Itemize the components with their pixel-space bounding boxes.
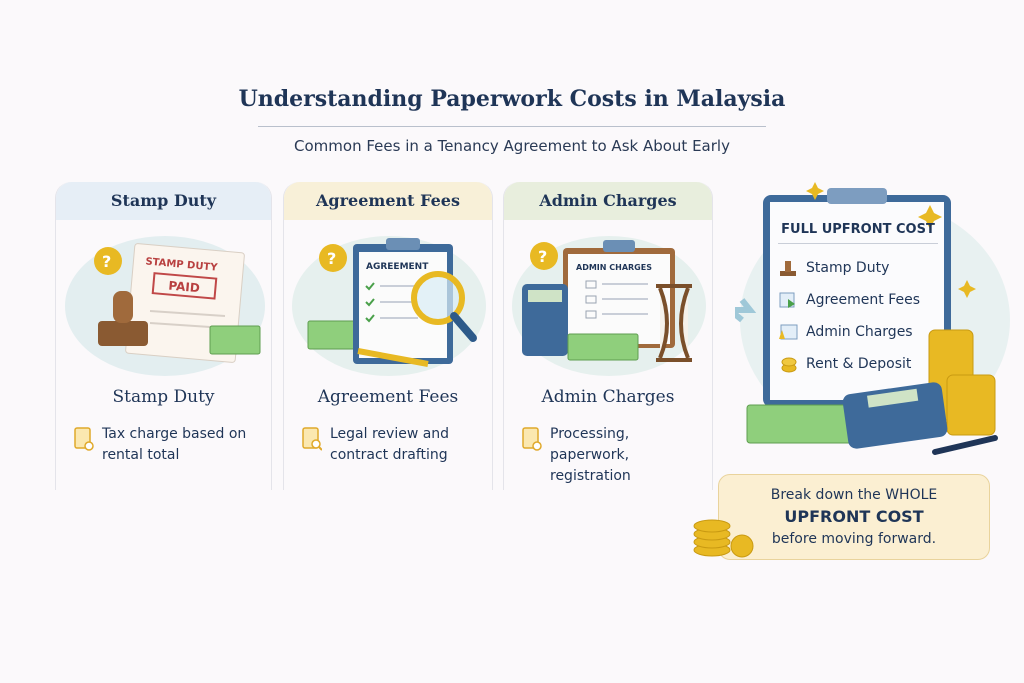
upfront-item-agreement-fees: Agreement Fees [778,284,938,316]
coins-icon [781,357,797,373]
card-description: Legal review and contract drafting [330,426,450,463]
svg-text:?: ? [102,252,111,271]
stamp-icon [780,261,796,276]
document-icon [74,427,94,451]
coins-icon [693,519,754,558]
document-search-icon [302,427,322,451]
agreement-fees-card: Agreement Fees AGREEMENT ? Agreement Fee… [283,182,493,490]
stamp-duty-illustration: STAMP DUTY PAID ? [65,236,265,376]
doc-title: ADMIN CHARGES [576,263,652,272]
callout-line-3: before moving forward. [771,531,937,547]
document-icon [522,427,542,451]
upfront-cost-title: FULL UPFRONT COST [778,222,938,244]
admin-charges-illustration: ADMIN CHARGES ? [512,236,706,376]
stamp-duty-card: Stamp Duty STAMP DUTY PAID ? Stamp Duty … [55,182,272,490]
card-description: Processing, paperwork, registration [550,426,631,484]
upfront-cost-list: FULL UPFRONT COST Stamp Duty Agreement F… [778,222,938,380]
admin-charges-card: Admin Charges ADMIN CHARGES ? Admin Char… [503,182,713,490]
card-header: Agreement Fees [284,182,492,220]
form-icon [779,324,798,340]
callout-line-1: Break down the WHOLE [770,487,938,503]
upfront-item-stamp-duty: Stamp Duty [778,252,938,284]
document-icon [779,292,795,308]
callout-line-2: UPFRONT COST [784,507,924,526]
upfront-item-admin-charges: Admin Charges [778,316,938,348]
card-title: Agreement Fees [317,387,459,407]
upfront-cost-clipboard-illustration [735,182,1010,455]
card-header: Admin Charges [504,182,712,220]
stamp-text: PAID [168,279,201,296]
title-divider [258,126,766,127]
card-description: Tax charge based on rental total [102,426,247,463]
agreement-illustration: AGREEMENT ? [292,236,486,376]
callout-box: Break down the WHOLE UPFRONT COST before… [718,474,990,560]
upfront-item-rent-deposit: Rent & Deposit [778,348,938,380]
card-title: Stamp Duty [112,387,215,407]
page-subtitle: Common Fees in a Tenancy Agreement to As… [294,137,730,155]
doc-title: AGREEMENT [366,262,429,272]
svg-text:?: ? [327,249,336,268]
card-header: Stamp Duty [56,182,271,220]
card-title: Admin Charges [541,387,675,407]
page-title: Understanding Paperwork Costs in Malaysi… [238,86,786,112]
svg-text:?: ? [538,247,547,266]
